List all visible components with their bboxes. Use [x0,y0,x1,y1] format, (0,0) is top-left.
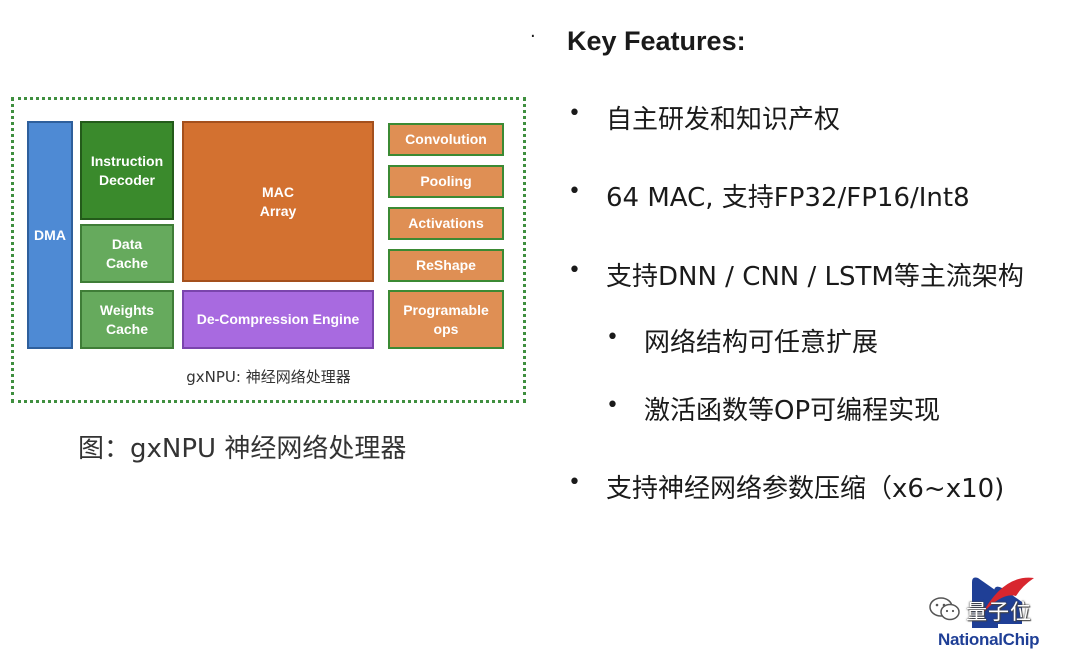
dma-block: DMA [27,121,73,349]
sub-feature-bullet: • [606,325,619,350]
sub-feature-item: 激活函数等OP可编程实现 [644,396,941,426]
instruction-decoder-block: Instruction Decoder [80,121,174,220]
data-cache-block: Data Cache [80,224,174,283]
watermark-text: 量子位 [966,600,1032,624]
heading-bullet: · [530,26,536,47]
feature-bullet: • [568,101,581,126]
sub-feature-item: 网络结构可任意扩展 [644,328,879,358]
activations-block: Activations [388,207,504,240]
figure-caption: 图：gxNPU 神经网络处理器 [78,434,407,464]
feature-item: 64 MAC, 支持FP32/FP16/Int8 [606,183,970,213]
wechat-icon [929,597,960,621]
mac-array-block: MAC Array [182,121,374,282]
features-heading: Key Features: [567,26,746,56]
programable-ops-block: Programable ops [388,290,504,349]
reshape-block: ReShape [388,249,504,282]
decompression-engine-block: De-Compression Engine [182,290,374,349]
feature-bullet: • [568,258,581,283]
convolution-block: Convolution [388,123,504,156]
sub-feature-bullet: • [606,393,619,418]
feature-item: 自主研发和知识产权 [606,105,841,135]
pooling-block: Pooling [388,165,504,198]
feature-bullet: • [568,470,581,495]
diagram-caption: gxNPU: 神经网络处理器 [186,368,351,386]
feature-bullet: • [568,179,581,204]
feature-item: 支持DNN / CNN / LSTM等主流架构 [606,262,1024,292]
weights-cache-block: Weights Cache [80,290,174,349]
npu-block-diagram [11,97,526,403]
nationalchip-logo-text: NationalChip [938,630,1040,649]
feature-item: 支持神经网络参数压缩（x6~x10) [606,474,1005,504]
nationalchip-logo-icon [972,577,1034,628]
